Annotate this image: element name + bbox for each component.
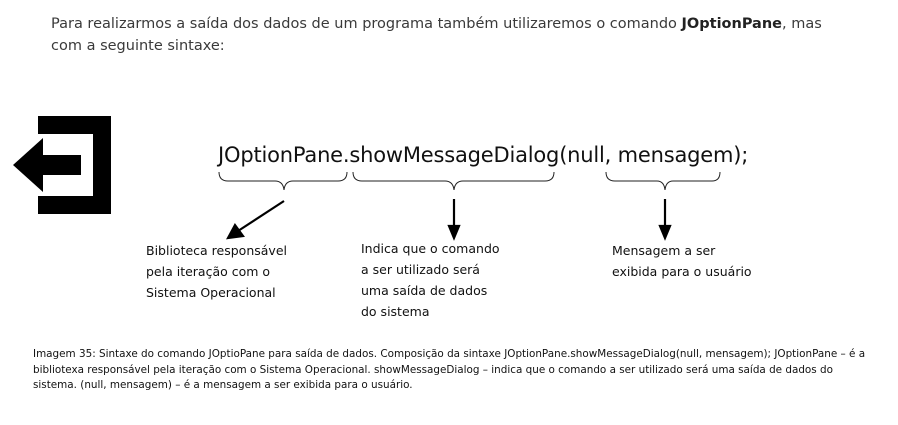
note-message-line: exibida para o usuário [612, 264, 752, 279]
brace-arguments [605, 171, 721, 191]
intro-paragraph: Para realizarmos a saída dos dados de um… [51, 13, 851, 57]
note-command-line: uma saída de dados [361, 283, 488, 298]
syntax-line: JOptionPane.showMessageDialog(null, mens… [218, 143, 748, 167]
brace-library [218, 171, 348, 191]
note-message-line: Mensagem a ser [612, 243, 716, 258]
intro-bold-term: JOptionPane [681, 16, 782, 32]
intro-text-2: , mas com a seguinte sintaxe: [51, 16, 822, 54]
brace-command [352, 171, 555, 191]
note-command-line: Indica que o comando [361, 241, 500, 256]
note-library-line: Biblioteca responsável [146, 243, 287, 258]
syntax-arguments: (null, mensagem); [559, 143, 749, 167]
intro-text-1: Para realizarmos a saída dos dados de um… [51, 16, 682, 32]
note-command-line: do sistema [361, 304, 430, 319]
note-message: Mensagem a ser exibida para o usuário [612, 240, 802, 282]
note-command-line: a ser utilizado será [361, 262, 480, 277]
syntax-method: .showMessageDialog [342, 143, 560, 167]
syntax-library: JOptionPane [218, 143, 343, 167]
note-command: Indica que o comando a ser utilizado ser… [361, 238, 531, 322]
arrow-library [237, 200, 285, 232]
note-library-line: pela iteração com o [146, 264, 271, 279]
exit-icon [13, 116, 111, 214]
figure-caption: Imagem 35: Sintaxe do comando JOptioPane… [33, 348, 866, 391]
note-library-line: Sistema Operacional [146, 285, 276, 300]
note-library: Biblioteca responsável pela iteração com… [146, 240, 336, 303]
